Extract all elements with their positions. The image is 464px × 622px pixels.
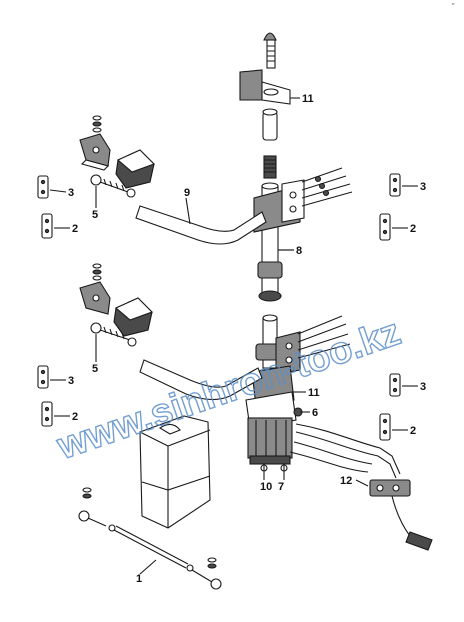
column-spring bbox=[263, 155, 277, 179]
valve-block-12 bbox=[369, 479, 433, 551]
tie-rod-1 bbox=[78, 487, 222, 590]
lower-left-mount bbox=[79, 263, 111, 315]
lower-bolts bbox=[297, 315, 351, 359]
clip-2-lower-left bbox=[41, 401, 53, 427]
callout-2-upper-right: 2 bbox=[410, 223, 416, 235]
column-top-cap bbox=[263, 32, 277, 69]
callout-5-lower: 5 bbox=[92, 363, 98, 375]
clip-3-upper-right bbox=[389, 173, 401, 197]
clip-3-lower-left bbox=[37, 365, 49, 389]
lower-clamp-bracket bbox=[275, 331, 301, 375]
watermark: www.sinhron-too.kz bbox=[51, 311, 406, 468]
clip-3-lower-right bbox=[389, 373, 401, 397]
upper-grip-block bbox=[115, 149, 155, 189]
callout-11-lower: 7 bbox=[278, 481, 284, 493]
callout-2-upper-left: 2 bbox=[72, 223, 78, 235]
handle-tube-7 bbox=[135, 205, 267, 245]
clip-2-lower-right bbox=[379, 413, 391, 441]
callout-1: 1 bbox=[136, 573, 142, 585]
callout-3-lower-right: 3 bbox=[420, 381, 426, 393]
callout-3-upper-right: 3 bbox=[420, 181, 426, 193]
steering-unit-9 bbox=[245, 365, 303, 472]
clip-2-upper-right bbox=[379, 213, 391, 241]
callout-7: 9 bbox=[184, 187, 190, 199]
callout-2-lower-left: 2 bbox=[72, 411, 78, 423]
callout-5-upper: 5 bbox=[92, 209, 98, 221]
upper-bolts bbox=[301, 167, 353, 207]
upper-bracket-8 bbox=[239, 69, 291, 105]
column-bushing bbox=[262, 108, 278, 141]
callout-11-upper: 6 bbox=[312, 407, 318, 419]
column-cover bbox=[139, 415, 211, 529]
clip-2-upper-left bbox=[41, 213, 53, 239]
callout-6: 8 bbox=[296, 245, 302, 257]
clip-3-upper-left bbox=[37, 175, 49, 199]
callout-10: 11 bbox=[308, 387, 320, 399]
corner-mark: ″ bbox=[452, 3, 455, 10]
callout-3-lower-left: 3 bbox=[68, 375, 74, 387]
callout-3-upper-left: 3 bbox=[68, 187, 74, 199]
hydraulic-lines bbox=[289, 423, 401, 479]
callout-2-lower-right: 2 bbox=[410, 425, 416, 437]
lower-handle-tube bbox=[139, 359, 263, 401]
leader-lines bbox=[49, 185, 418, 575]
callout-8: 11 bbox=[302, 93, 314, 105]
callout-12: 12 bbox=[340, 475, 352, 487]
lower-grip-block bbox=[113, 297, 153, 337]
upper-ball-joint-5 bbox=[90, 174, 136, 198]
lower-ball-joint-5 bbox=[90, 322, 137, 347]
upper-left-mount bbox=[79, 115, 111, 171]
callout-9: 10 bbox=[260, 481, 272, 493]
